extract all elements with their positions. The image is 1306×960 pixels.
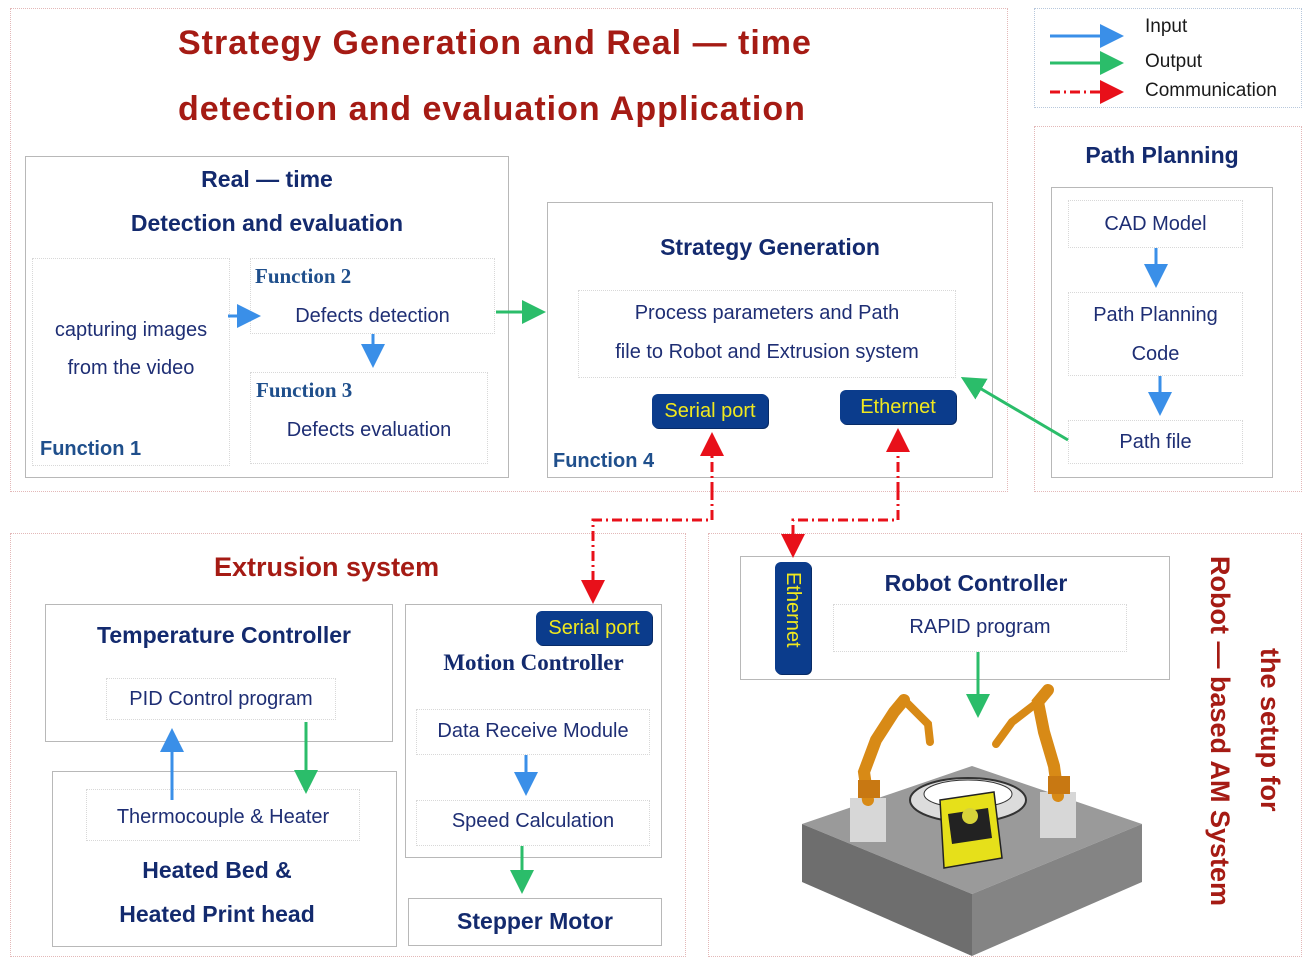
thermocouple-heater-text: Thermocouple & Heater: [116, 806, 330, 828]
pid-program-text: PID Control program: [129, 688, 313, 710]
robot-cell-illustration: [802, 684, 1142, 956]
function2-box: [250, 258, 495, 334]
robot-side-label-2: the setup for: [1255, 648, 1285, 812]
path-planning-code-box: [1068, 292, 1243, 376]
cad-model-text: CAD Model: [1104, 213, 1207, 235]
process-parameters-box: [578, 290, 956, 378]
path-file-text: Path file: [1119, 431, 1192, 453]
data-receive-box: [416, 709, 650, 755]
robot-side-label-1: Robot — based AM System: [1205, 556, 1235, 907]
path-planning-title: Path Planning: [1085, 142, 1239, 168]
capture-text-line2: from the video: [67, 357, 195, 379]
application-panel: [10, 8, 1008, 492]
speed-calc-box: [416, 800, 650, 846]
extrusion-serial-port-badge: Serial port: [536, 611, 652, 645]
motion-controller-box: [405, 604, 662, 858]
realtime-title-line2: Detection and evaluation: [130, 210, 404, 236]
stepper-motor-text: Stepper Motor: [457, 908, 613, 934]
arrow-pathfile-to-strategy: [960, 376, 1069, 442]
function4-label: Function 4: [553, 450, 655, 472]
comm-strategy-to-robot-ethernet: [781, 490, 900, 558]
function1-box: [32, 258, 230, 466]
heated-bed-line1: Heated Bed &: [142, 857, 292, 883]
path-planning-code-line1: Path Planning: [1093, 304, 1218, 326]
robot-panel: [708, 533, 1302, 957]
cad-model-box: [1068, 200, 1243, 248]
defects-evaluation-text: Defects evaluation: [286, 419, 452, 441]
main-title-line1: Strategy Generation and Real — time: [178, 24, 812, 62]
function3-label: Function 3: [256, 378, 353, 402]
legend-panel: [1034, 8, 1302, 108]
realtime-detection-box: [25, 156, 509, 478]
function1-label: Function 1: [40, 438, 142, 460]
rapid-program-box: [833, 604, 1127, 652]
stepper-motor-box: [408, 898, 662, 946]
speed-calc-text: Speed Calculation: [451, 810, 615, 832]
path-planning-code-line2: Code: [1131, 343, 1180, 365]
strategy-generation-box: [547, 202, 993, 478]
legend-communication-label: Communication: [1145, 80, 1277, 101]
strategy-serial-port-badge: Serial port: [652, 394, 768, 428]
process-text-line1: Process parameters and Path: [634, 302, 900, 324]
robot-controller-title: Robot Controller: [884, 570, 1068, 596]
legend-output-label: Output: [1145, 51, 1203, 72]
strategy-ethernet-badge: Ethernet: [840, 390, 956, 424]
capture-text-line1: capturing images: [54, 319, 208, 341]
robot-ethernet-label: Ethernet: [782, 572, 804, 648]
robot-ethernet-badge: [775, 562, 811, 674]
legend-input-label: Input: [1145, 16, 1188, 37]
function2-label: Function 2: [255, 264, 352, 288]
path-planning-panel: [1034, 126, 1302, 492]
function3-box: [250, 372, 488, 464]
heated-bed-box: [52, 771, 397, 947]
motion-controller-title: Motion Controller: [443, 650, 624, 675]
data-receive-text: Data Receive Module: [437, 720, 629, 742]
process-text-line2: file to Robot and Extrusion system: [615, 341, 919, 363]
thermocouple-heater-box: [86, 789, 360, 841]
strategy-title: Strategy Generation: [660, 234, 880, 260]
path-file-box: [1068, 420, 1243, 464]
extrusion-panel: [10, 533, 686, 957]
realtime-title-line1: Real — time: [201, 166, 333, 192]
defects-detection-text: Defects detection: [295, 305, 450, 327]
rapid-program-text: RAPID program: [909, 616, 1051, 638]
robot-controller-box: [740, 556, 1170, 680]
temperature-controller-title: Temperature Controller: [97, 622, 351, 648]
extrusion-title: Extrusion system: [214, 552, 440, 582]
main-title-line2: detection and evaluation Application: [178, 90, 806, 128]
comm-strategy-to-extrusion-serial: [581, 490, 714, 604]
path-planning-inner-box: [1051, 187, 1273, 478]
pid-program-box: [106, 678, 336, 720]
heated-bed-line2: Heated Print head: [119, 901, 315, 927]
